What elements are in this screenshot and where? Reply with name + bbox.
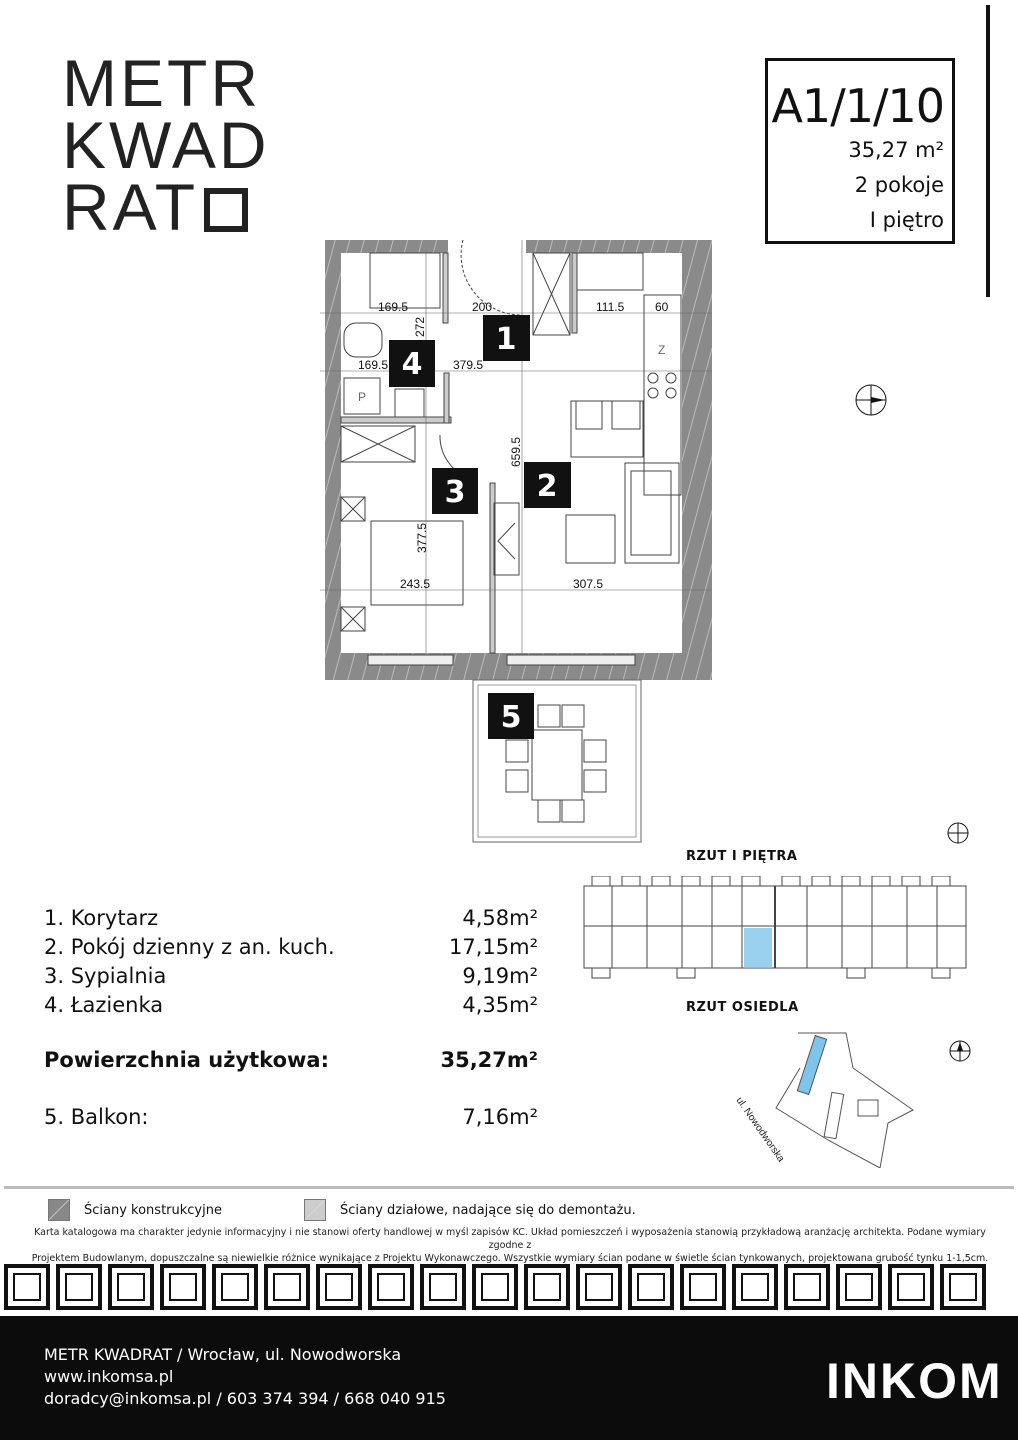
divider [986, 5, 990, 297]
footer-contact[interactable]: doradcy@inkomsa.pl / 603 374 394 / 668 0… [44, 1389, 446, 1408]
room-row: 1. Korytarz 4,58m² [44, 904, 538, 933]
room-name: 3. Sypialnia [44, 964, 167, 988]
fridge-label: Z [658, 343, 665, 357]
logo-square-icon [204, 188, 249, 232]
street-label: ul. Nowodworska [734, 1095, 787, 1164]
footer-website-link[interactable]: www.inkomsa.pl [44, 1367, 174, 1386]
room-name: 4. Łazienka [44, 993, 164, 1017]
floor-keyplan [583, 876, 967, 979]
unit-code: A1/1/10 [771, 79, 945, 133]
washer-label: P [358, 390, 366, 404]
dimension: 307.5 [573, 577, 603, 591]
total-row: Powierzchnia użytkowa: 35,27m² [44, 1046, 538, 1075]
divider [4, 1186, 1014, 1189]
room-area: 4,35m² [462, 993, 538, 1017]
unit-info-box: A1/1/10 35,27 m² 2 pokoje I piętro [765, 58, 955, 244]
room-area: 9,19m² [462, 964, 538, 988]
logo-line: RAT [62, 170, 199, 244]
logo-line: KWAD [62, 108, 270, 182]
dimension: 272 [413, 317, 427, 337]
dimension: 200 [472, 300, 492, 314]
dimension: 659.5 [509, 437, 523, 467]
room-area: 17,15m² [449, 935, 538, 959]
dimension: 111.5 [596, 300, 625, 314]
dimension-labels: 169.5 200 111.5 60 272 169.5 379.5 659.5… [358, 300, 669, 591]
room-row: 4. Łazienka 4,35m² [44, 991, 538, 1020]
disclaimer: Karta katalogowa ma charakter jedynie in… [30, 1226, 990, 1265]
legend-label: Ściany konstrukcyjne [84, 1202, 222, 1218]
room-row: 2. Pokój dzienny z an. kuch. 17,15m² [44, 933, 538, 962]
balcony-label: 5. Balkon: [44, 1105, 149, 1129]
unit-highlight [744, 928, 772, 968]
floor-plan: 169.5 200 111.5 60 272 169.5 379.5 659.5… [320, 239, 712, 843]
north-compass-icon [949, 1040, 971, 1062]
dimension: 169.5 [358, 358, 388, 372]
disclaimer-line: Karta katalogowa ma charakter jedynie in… [34, 1227, 986, 1251]
room-number: 1 [496, 322, 517, 357]
dimension: 169.5 [378, 300, 408, 314]
footer: METR KWADRAT / Wrocław, ul. Nowodworska … [0, 1316, 1018, 1440]
site-keyplan-title: RZUT OSIEDLA [686, 1000, 799, 1015]
footer-address: METR KWADRAT / Wrocław, ul. Nowodworska [44, 1345, 402, 1364]
legend-structural: Ściany konstrukcyjne [48, 1199, 222, 1221]
room-name: 1. Korytarz [44, 906, 159, 930]
dimension: 377.5 [415, 523, 429, 553]
compass-icon [947, 822, 969, 844]
total-label: Powierzchnia użytkowa: [44, 1048, 329, 1072]
metr-kwadrat-logo: METR KWAD RAT [62, 46, 270, 240]
unit-floor: I piętro [869, 208, 944, 232]
room-list: 1. Korytarz 4,58m² 2. Pokój dzienny z an.… [44, 904, 538, 1132]
room-number: 5 [501, 700, 522, 735]
unit-rooms: 2 pokoje [854, 173, 944, 197]
dimension: 60 [655, 300, 669, 314]
dimension: 243.5 [400, 577, 430, 591]
legend-label: Ściany działowe, nadające się do demonta… [340, 1202, 636, 1218]
decorative-pattern [0, 1264, 1018, 1310]
balcony-area: 7,16m² [462, 1105, 538, 1129]
inkom-logo: INKOM [826, 1353, 1003, 1409]
total-area: 35,27m² [440, 1048, 538, 1072]
room-name: 2. Pokój dzienny z an. kuch. [44, 935, 335, 959]
logo-line: METR [62, 46, 261, 120]
floor-keyplan-title: RZUT I PIĘTRA [686, 849, 798, 864]
room-number: 4 [402, 347, 423, 382]
dimension: 379.5 [453, 358, 483, 372]
room-row: 3. Sypialnia 9,19m² [44, 962, 538, 991]
room-number: 2 [537, 469, 558, 504]
compass-icon [855, 384, 887, 416]
balcony-row: 5. Balkon: 7,16m² [44, 1103, 538, 1132]
room-area: 4,58m² [462, 906, 538, 930]
unit-area: 35,27 m² [848, 138, 944, 162]
room-number: 3 [445, 475, 466, 510]
partition-wall-swatch-icon [304, 1199, 326, 1221]
site-map: ul. Nowodworska [734, 1032, 914, 1168]
structural-wall-swatch-icon [48, 1199, 70, 1221]
legend-partition: Ściany działowe, nadające się do demonta… [304, 1199, 636, 1221]
disclaimer-line: Projektem Budowlanym, dopuszczalne są ni… [31, 1253, 989, 1264]
